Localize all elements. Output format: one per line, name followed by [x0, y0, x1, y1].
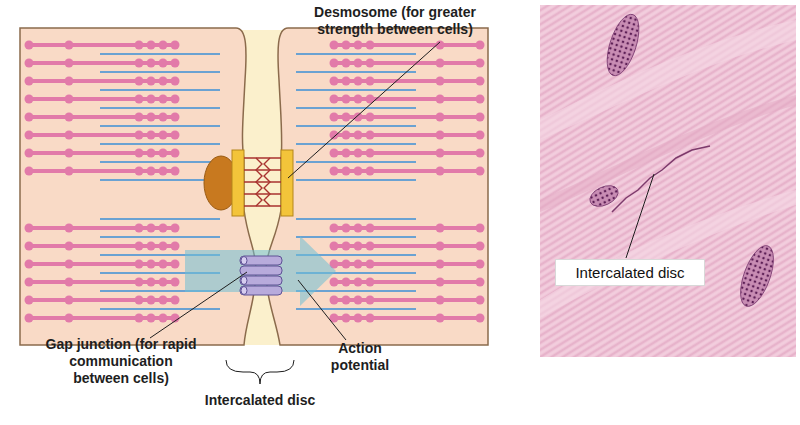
- desmosome: [204, 150, 293, 216]
- cardiac-cell: [20, 28, 256, 345]
- label-box: Intercalated disc: [555, 259, 705, 286]
- label-text: Intercalated disc: [575, 264, 684, 281]
- cardiac-cell: [266, 28, 488, 345]
- action-potential-arrow: [185, 236, 336, 306]
- leader-line: [150, 42, 440, 384]
- callout-label: Action potential: [318, 340, 402, 374]
- micrograph: [540, 5, 796, 357]
- callout-label: Gap junction (for rapid communication be…: [42, 336, 200, 387]
- callout-label: Desmosome (for greater strength between …: [298, 4, 492, 38]
- callout-label: Intercalated disc: [188, 392, 332, 409]
- gap-junction: [240, 256, 282, 295]
